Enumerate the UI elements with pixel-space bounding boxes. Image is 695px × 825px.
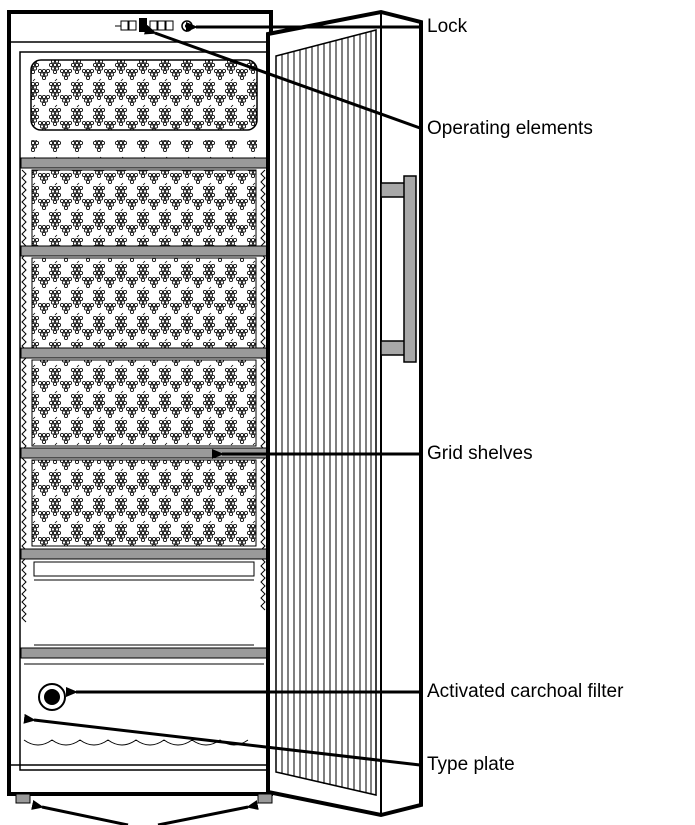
carbon-filter-label: Activated carchoal filter <box>427 681 624 702</box>
open-door <box>266 9 423 818</box>
swivel-arrow-left <box>31 800 129 825</box>
bottle-compartment <box>31 459 257 547</box>
grid-shelf <box>20 245 268 257</box>
activated-carbon-filter-icon <box>38 683 66 711</box>
top-bottle-compartment <box>30 59 258 158</box>
type-plate-label: Type plate <box>427 754 515 775</box>
left-foot <box>15 793 31 804</box>
bottle-compartment <box>31 257 257 349</box>
door-handle <box>380 175 417 363</box>
control-panel <box>115 18 174 32</box>
bottle-compartment <box>31 169 257 247</box>
base-compartment <box>23 663 264 746</box>
lock-label: Lock <box>427 16 468 37</box>
grid-shelf <box>20 347 268 359</box>
operating-elements-arrow <box>143 24 421 130</box>
swivel-arrow-right <box>157 800 259 825</box>
left-rack-ridges <box>21 169 27 623</box>
grid-shelf <box>20 647 268 659</box>
grid-shelf <box>20 157 268 169</box>
grid-shelves-label: Grid shelves <box>427 443 533 464</box>
callout-arrows <box>23 22 421 825</box>
right-foot <box>257 793 273 804</box>
bottle-compartment <box>31 359 257 447</box>
type-plate-arrow <box>23 713 421 767</box>
bottom-tray <box>33 561 255 646</box>
right-rack-ridges <box>260 169 266 611</box>
grid-shelf <box>20 548 268 560</box>
operating-elements-label: Operating elements <box>427 118 593 139</box>
